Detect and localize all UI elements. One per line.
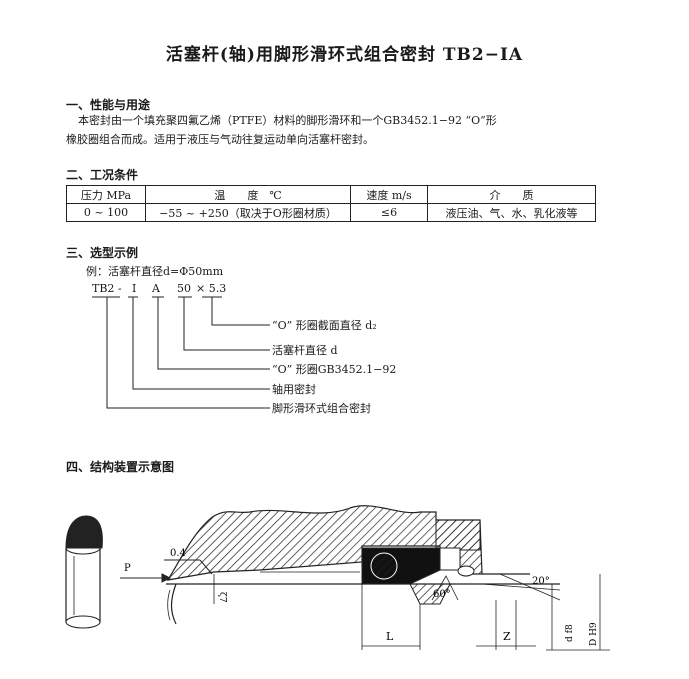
label-seal-type: 脚形滑环式组合密封 [272,402,371,415]
seal-ring-3d-icon [65,515,103,629]
label-shaft-seal: 轴用密封 [272,383,316,396]
label-length: L [386,630,394,643]
code-diameter: 50 [177,282,191,295]
code-tb2: TB2 - [92,282,122,295]
section-heading-performance: 一、性能与用途 [66,98,151,112]
label-chamfer: 0.4 [170,548,186,559]
pressure-arrow [120,573,172,583]
section-heading-conditions: 二、工况条件 [66,168,139,182]
cell-medium: 液压油、气、水、乳化液等 [427,203,596,222]
cell-speed: ≤6 [350,203,428,222]
label-t: ζ7 [217,592,227,603]
example-text: 例：活塞杆直径d=Φ50mm [86,265,224,278]
cell-pressure: 0 ~ 100 [66,203,146,222]
label-rod-fit: d f8 [565,624,575,642]
label-bore-fit: D H9 [589,622,599,646]
seal-section [361,547,475,585]
code-a: A [152,282,160,295]
description-line-1: 本密封由一个填充聚四氟乙烯（PTFE）材料的脚形滑环和一个GB3452.1−92… [78,114,497,127]
description-line-2: 橡胶圈组合而成。适用于液压与气动往复运动单向活塞杆密封。 [66,133,374,146]
cell-temperature: −55 ~ +250（取决于O形圈材质） [145,203,351,222]
code-section: × 5.3 [196,282,227,295]
label-angle60: 60° [433,589,451,600]
label-rod-diameter: 活塞杆直径 d [272,344,338,357]
label-gap: Z [503,630,511,643]
piston-rod [166,571,561,625]
label-p: P [124,563,131,574]
label-angle20: 20° [532,576,550,587]
conditions-table: 压力 MPa 温 度 ℃ 速度 m/s 介 质 0 ~ 100 −55 ~ +2… [66,185,596,222]
code-i: I [132,282,137,295]
label-o-ring-section: “O” 形圈截面直径 d₂ [272,319,377,332]
header-pressure: 压力 MPa [66,185,146,204]
section-heading-structure: 四、结构装置示意图 [66,460,175,474]
table-row: 0 ~ 100 −55 ~ +250（取决于O形圈材质） ≤6 液压油、气、水、… [66,203,596,222]
label-o-ring-standard: “O” 形圈GB3452.1−92 [272,363,397,376]
page-title: 活塞杆(轴)用脚形滑环式组合密封 TB2−IA [165,45,524,65]
section-heading-selection: 三、选型示例 [66,246,139,260]
